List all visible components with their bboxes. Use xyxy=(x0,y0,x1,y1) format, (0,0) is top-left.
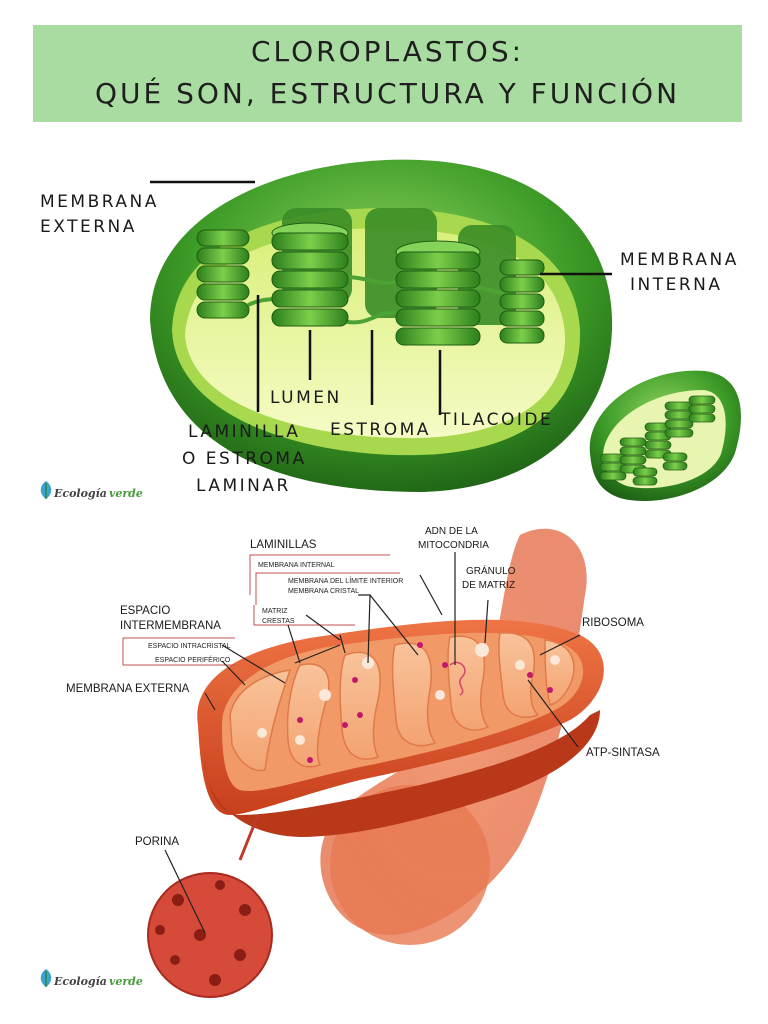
label-estroma: ESTROMA xyxy=(330,420,431,440)
mitochondrion-outer-wall xyxy=(205,710,600,837)
mitochondrial-dna xyxy=(449,661,466,696)
label-ribosoma: RIBOSOMA xyxy=(582,617,644,629)
leaf-icon xyxy=(40,481,52,499)
logo-word-2: verde xyxy=(108,487,143,500)
label-espacio-periferico: ESPACIO PERIFÉRICO xyxy=(155,657,231,664)
title-banner: CLOROPLASTOS: QUÉ SON, ESTRUCTURA Y FUNC… xyxy=(33,25,742,122)
granum-left xyxy=(196,229,250,319)
chloroplast-diagram xyxy=(150,159,742,501)
label-espacio-intracristal: ESPACIO INTRACRISTAL xyxy=(148,643,231,650)
label-membrana-interna-2: INTERNA xyxy=(630,275,723,295)
label-membrana-internal: MEMBRANA INTERNAL xyxy=(258,562,335,569)
porin-dots xyxy=(155,880,251,986)
mito-leader-lines xyxy=(164,552,581,934)
label-laminilla-2: O ESTROMA xyxy=(182,449,307,469)
logo-word-1: Ecología xyxy=(54,975,107,988)
chloroplast-leader-lines xyxy=(150,180,612,415)
porin-zoom-line xyxy=(238,814,260,861)
logo-word-1: Ecología xyxy=(54,487,107,500)
label-granulo-1: GRÁNULO xyxy=(466,566,516,577)
ecologia-verde-logo: Ecología verde xyxy=(38,480,143,500)
label-porina: PORINA xyxy=(135,836,180,848)
label-membrana-externa-2: EXTERNA xyxy=(40,217,137,237)
ribosomes xyxy=(297,642,553,763)
label-membrana-interna-1: MEMBRANA xyxy=(620,250,739,270)
label-membrana-externa-1: MEMBRANA xyxy=(40,192,159,212)
label-membrana-externa-mito: MEMBRANA EXTERNA xyxy=(66,683,190,695)
granum-right xyxy=(395,240,481,346)
label-matriz: MATRIZ xyxy=(262,608,288,615)
label-laminillas: LAMINILLAS xyxy=(250,539,317,551)
ecologia-verde-logo-2: Ecología verde xyxy=(38,968,143,988)
granum-center xyxy=(271,222,349,327)
small-chloroplast xyxy=(589,370,742,501)
label-membrana-cristal: MEMBRANA CRISTAL xyxy=(288,588,360,595)
label-crestas: CRESTAS xyxy=(262,618,295,625)
label-espacio-intermembrana-2: INTERMEMBRANA xyxy=(120,620,221,632)
label-espacio-intermembrana-1: ESPACIO xyxy=(120,605,171,617)
leaf-icon xyxy=(40,969,52,987)
label-membrana-limite: MEMBRANA DEL LÍMITE INTERIOR xyxy=(288,578,404,585)
label-laminilla-3: LAMINAR xyxy=(196,476,291,496)
label-adn-2: MITOCONDRIA xyxy=(418,540,489,551)
label-adn-1: ADN DE LA xyxy=(425,526,478,537)
page-title-line-1: CLOROPLASTOS: xyxy=(250,35,525,68)
granum-far-right xyxy=(499,259,545,344)
label-granulo-2: DE MATRIZ xyxy=(462,580,516,591)
mitochondrion-diagram xyxy=(122,528,604,998)
matrix-granules xyxy=(257,643,560,745)
label-atp-sintasa: ATP-SINTASA xyxy=(586,747,660,759)
label-brackets xyxy=(122,554,400,666)
label-lumen: LUMEN xyxy=(270,388,342,408)
page-title-line-2: QUÉ SON, ESTRUCTURA Y FUNCIÓN xyxy=(94,77,681,110)
logo-word-2: verde xyxy=(108,975,143,988)
label-laminilla-1: LAMINILLA xyxy=(188,422,301,442)
label-tilacoide: TILACOIDE xyxy=(440,410,554,430)
